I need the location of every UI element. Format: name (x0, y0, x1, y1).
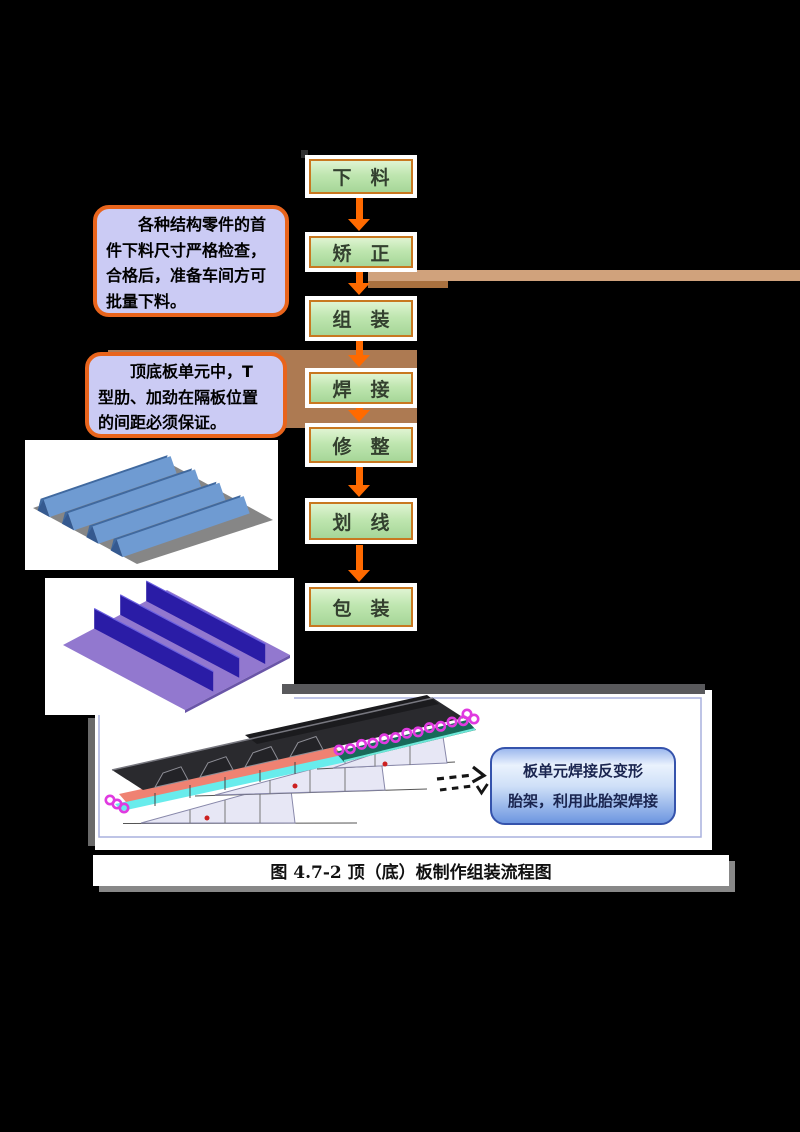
flow-step-welding: 焊 接 (305, 368, 417, 408)
flow-arrow (348, 341, 370, 367)
jig-callout: 板单元焊接反变形 胎架，利用此胎架焊接 (490, 747, 676, 825)
flow-arrow (348, 467, 370, 497)
arrow-head-icon (348, 283, 370, 295)
flow-step-packing: 包 装 (305, 583, 417, 631)
base-plate (63, 590, 290, 710)
flow-step-label: 焊 接 (309, 372, 413, 404)
arrow-head-icon (348, 410, 370, 422)
flow-step-assembly: 组 装 (305, 296, 417, 341)
caption-shadow-bottom (99, 886, 735, 892)
flow-step-label: 包 装 (309, 587, 413, 627)
flow-step-cutting: 下 料 (305, 155, 417, 198)
flow-step-label: 划 线 (309, 502, 413, 540)
flow-step-label: 组 装 (309, 300, 413, 337)
figure-border (98, 697, 702, 838)
pins (154, 762, 296, 806)
clamps-row (104, 708, 480, 814)
flow-step-label: 下 料 (309, 159, 413, 194)
note-callout-first-cutting: 各种结构零件的首 件下料尺寸严格检查， 合格后，准备车间方可 批量下料。 (93, 205, 289, 317)
flat-ribs (93, 580, 266, 692)
flow-step-trimming: 修 整 (305, 423, 417, 467)
tan-shadow-strip-light (368, 270, 800, 281)
arrow-head-icon (348, 219, 370, 231)
caption-text: 图 4.7-2 顶（底）板制作组装流程图 (270, 863, 552, 883)
flow-arrow (348, 272, 370, 295)
stray-mark (301, 150, 308, 158)
arrow-head-icon (348, 355, 370, 367)
rib-profiles (154, 735, 324, 789)
dashed-arrow-icon (436, 765, 489, 796)
figure-top-shadow (282, 684, 705, 694)
u-ribs (37, 455, 250, 558)
flow-step-label: 修 整 (309, 427, 413, 463)
flow-arrow (348, 545, 370, 582)
flow-step-label: 矫 正 (309, 236, 413, 268)
note-callout-rib-spacing: 顶底板单元中，T 型肋、加劲在隔板位置 的间距必须保证。 (85, 352, 287, 438)
caption-shadow-right (729, 861, 735, 892)
flow-step-straightening: 矫 正 (305, 232, 417, 272)
panel-body (104, 695, 480, 814)
u-rib-panel-figure (25, 440, 278, 570)
arrow-head-icon (348, 570, 370, 582)
flow-arrow (348, 198, 370, 231)
flow-arrow (348, 408, 370, 422)
figure-caption: 图 4.7-2 顶（底）板制作组装流程图 (93, 855, 729, 886)
arrow-head-icon (348, 485, 370, 497)
jig-supports (122, 729, 456, 824)
figure-left-shadow (88, 718, 95, 846)
tan-shadow-strip-dark (368, 281, 448, 288)
flat-rib-panel-figure (45, 578, 294, 715)
flow-step-marking: 划 线 (305, 498, 417, 544)
